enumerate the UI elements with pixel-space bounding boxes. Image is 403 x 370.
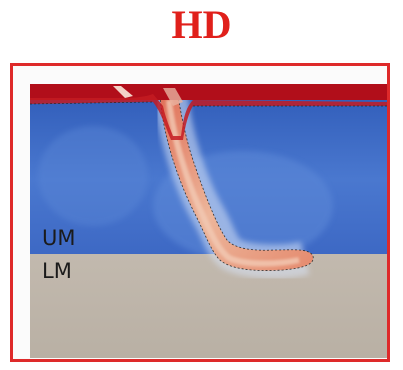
upper-mantle-label: UM — [42, 226, 76, 250]
lower-mantle-region — [30, 254, 387, 358]
figure-title: HD — [0, 2, 403, 48]
lower-mantle-label: LM — [42, 259, 72, 283]
top-plate — [30, 84, 387, 100]
subduction-model-image — [13, 66, 387, 359]
figure-frame: UM LM — [10, 63, 390, 362]
